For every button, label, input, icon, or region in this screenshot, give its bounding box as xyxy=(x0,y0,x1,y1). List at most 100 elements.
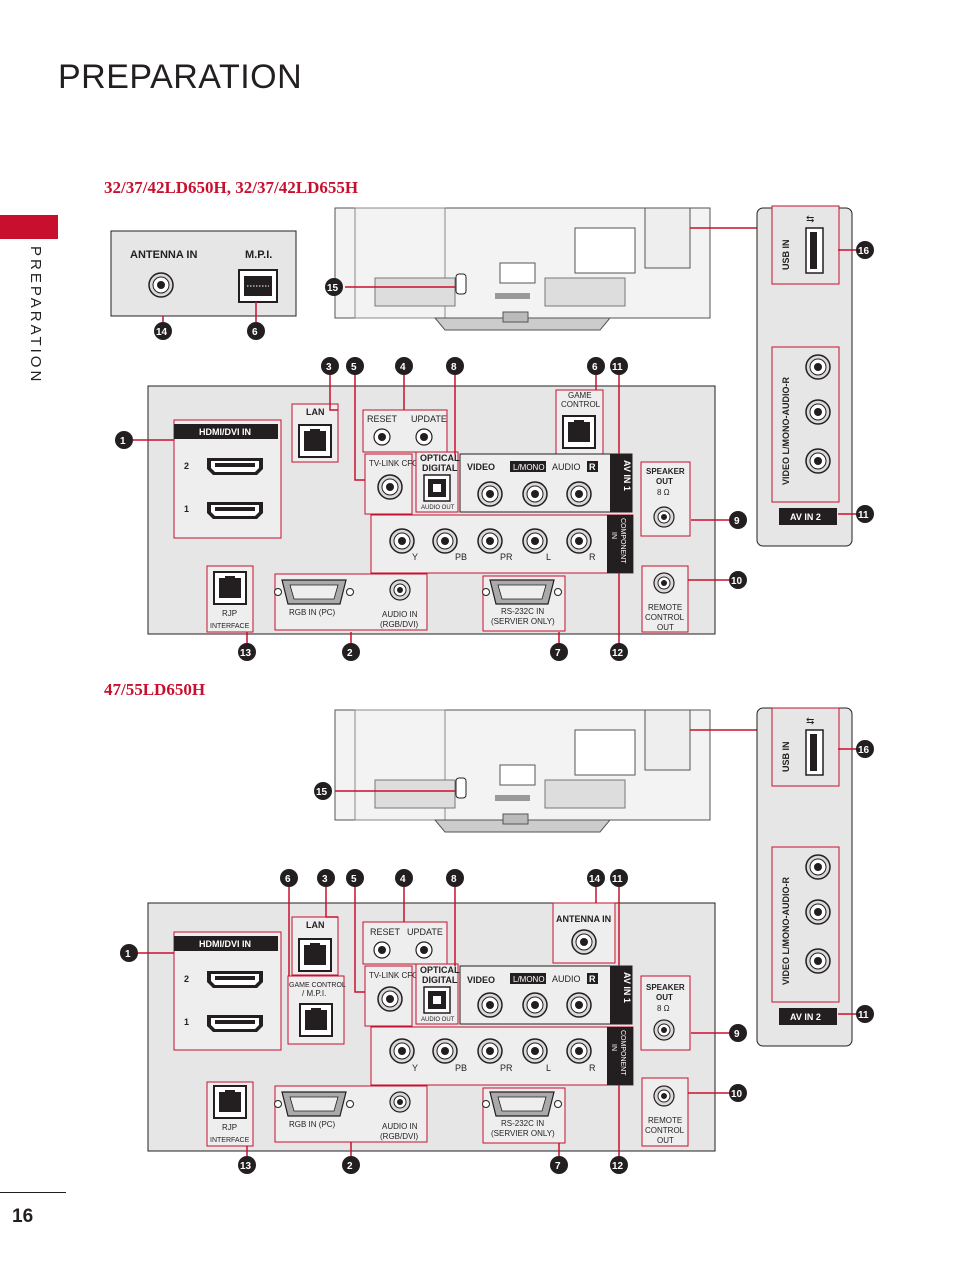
svg-text:16: 16 xyxy=(858,745,870,756)
side-video-jack-2[interactable] xyxy=(805,948,831,974)
out-label: OUT xyxy=(657,623,674,632)
component-pr-jack-2[interactable] xyxy=(477,1038,503,1064)
optical-label-2: OPTICAL xyxy=(420,965,460,975)
side-section-label: PREPARATION xyxy=(27,246,44,385)
audio-out-label-2: AUDIO OUT xyxy=(421,1017,455,1023)
svg-text:11: 11 xyxy=(612,874,623,885)
svg-text:5: 5 xyxy=(351,362,357,373)
svg-text:8: 8 xyxy=(451,362,457,373)
update-button-2[interactable] xyxy=(415,941,433,959)
speaker-out-jack[interactable] xyxy=(653,506,675,528)
hdmi-2-port[interactable] xyxy=(207,458,263,475)
component-r-jack-2[interactable] xyxy=(566,1038,592,1064)
component-y-jack-2[interactable] xyxy=(389,1038,415,1064)
side-audio-r-jack[interactable] xyxy=(805,354,831,380)
av1-audio-r-jack-2[interactable] xyxy=(566,992,592,1018)
reset-button[interactable] xyxy=(373,428,391,446)
remote-control-jack[interactable] xyxy=(653,572,675,594)
component-pb-jack-2[interactable] xyxy=(432,1038,458,1064)
speaker-label-2: SPEAKER xyxy=(646,983,685,992)
update-label: UPDATE xyxy=(411,414,447,424)
speaker-out-label-2: OUT xyxy=(656,993,673,1002)
svg-text:10: 10 xyxy=(731,1089,743,1100)
rgb-dvi-label-2: (RGB/DVI) xyxy=(380,1132,419,1141)
audio-in-rgb-jack[interactable] xyxy=(389,579,411,601)
svg-text:6: 6 xyxy=(285,874,291,885)
svg-text:7: 7 xyxy=(555,1161,561,1172)
svg-text:15: 15 xyxy=(316,787,328,798)
av1-audio-l-jack[interactable] xyxy=(522,481,548,507)
audio-in-rgb-jack-2[interactable] xyxy=(389,1091,411,1113)
servier-only-label: (SERVIER ONLY) xyxy=(491,617,555,626)
speaker-out-label: OUT xyxy=(656,477,673,486)
hdmi-2-port-2[interactable] xyxy=(207,971,263,988)
tv-link-cfg-jack-2[interactable] xyxy=(377,986,403,1012)
svg-text:1: 1 xyxy=(125,949,131,960)
usb-icon: ⇆ xyxy=(806,214,814,225)
side-audio-l-jack[interactable] xyxy=(805,399,831,425)
video-label: VIDEO xyxy=(467,462,495,472)
hdmi-1-port[interactable] xyxy=(207,502,263,519)
tv-link-cfg-jack[interactable] xyxy=(377,474,403,500)
side-video-jack[interactable] xyxy=(805,448,831,474)
callouts-2: 1 15 6 3 5 4 8 14 11 9 10 13 2 7 12 16 1… xyxy=(120,740,874,1174)
lan-port-2[interactable] xyxy=(298,938,332,972)
component-label: COMPONENT xyxy=(619,518,626,564)
game-control-mpi-port[interactable] xyxy=(299,1003,333,1037)
av-in-1-label: AV IN 1 xyxy=(622,460,632,491)
audio-in-label: AUDIO IN xyxy=(382,610,418,619)
component-y-jack[interactable] xyxy=(389,528,415,554)
svg-text:16: 16 xyxy=(858,246,870,257)
component-l-jack-2[interactable] xyxy=(522,1038,548,1064)
svg-text:12: 12 xyxy=(612,648,624,659)
rjp-port[interactable] xyxy=(213,571,247,605)
av1-audio-l-jack-2[interactable] xyxy=(522,992,548,1018)
y-label-2: Y xyxy=(412,1063,418,1073)
side-av-label: VIDEO L/MONO-AUDIO-R xyxy=(781,377,791,485)
antenna-in-jack[interactable] xyxy=(148,272,174,298)
av1-video-jack-2[interactable] xyxy=(477,992,503,1018)
component-r-jack[interactable] xyxy=(566,528,592,554)
speaker-out-jack-2[interactable] xyxy=(653,1019,675,1041)
video-label-2: VIDEO xyxy=(467,975,495,985)
hdmi-1-port-2[interactable] xyxy=(207,1015,263,1032)
rjp-port-2[interactable] xyxy=(213,1085,247,1119)
component-pb-jack[interactable] xyxy=(432,528,458,554)
pb-label-2: PB xyxy=(455,1063,467,1073)
lan-port[interactable] xyxy=(298,424,332,458)
game-control-mpi-label: GAME CONTROL xyxy=(289,982,346,989)
digital-label-2: DIGITAL xyxy=(422,975,458,985)
side-audio-l-jack-2[interactable] xyxy=(805,899,831,925)
update-button[interactable] xyxy=(415,428,433,446)
hdmi-1-label-2: 1 xyxy=(184,1017,189,1027)
rs232c-label: RS-232C IN xyxy=(501,607,544,616)
reset-label-2: RESET xyxy=(370,927,401,937)
reset-button-2[interactable] xyxy=(373,941,391,959)
component-l-jack[interactable] xyxy=(522,528,548,554)
hdmi-label-2: HDMI/DVI IN xyxy=(199,939,251,949)
hdmi-2-label: 2 xyxy=(184,461,189,471)
l-label-2: L xyxy=(546,1063,551,1073)
svg-text:3: 3 xyxy=(322,874,328,885)
svg-text:11: 11 xyxy=(858,510,869,521)
antenna-in-jack-2[interactable] xyxy=(571,929,597,955)
av1-audio-r-jack[interactable] xyxy=(566,481,592,507)
game-control-port[interactable] xyxy=(562,415,596,449)
lan-label-2: LAN xyxy=(306,920,325,930)
audio-out-label: AUDIO OUT xyxy=(421,505,455,511)
svg-text:13: 13 xyxy=(240,1161,252,1172)
svg-text:10: 10 xyxy=(731,576,743,587)
l-mono-label-2: L/MONO xyxy=(513,975,545,984)
optical-port-2[interactable] xyxy=(423,986,451,1014)
remote-label-2: REMOTE xyxy=(648,1116,682,1125)
remote-control-jack-2[interactable] xyxy=(653,1085,675,1107)
hdmi-label: HDMI/DVI IN xyxy=(199,427,251,437)
optical-port[interactable] xyxy=(423,474,451,502)
side-audio-r-jack-2[interactable] xyxy=(805,854,831,880)
antenna-in-label: ANTENNA IN xyxy=(130,249,197,261)
tv-rear-illustration xyxy=(334,207,711,331)
av1-video-jack[interactable] xyxy=(477,481,503,507)
component-label-2: COMPONENT xyxy=(619,1030,626,1076)
component-pr-jack[interactable] xyxy=(477,528,503,554)
